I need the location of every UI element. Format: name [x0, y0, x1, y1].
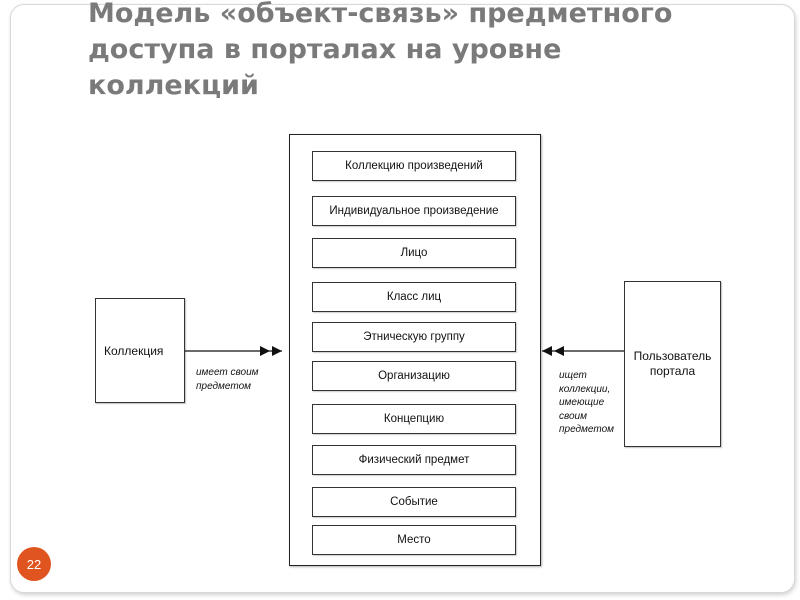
right-relation-line-2: коллекции,: [559, 383, 611, 395]
right-relation-line-5: предметом: [559, 424, 614, 435]
category-box: Лицо: [312, 238, 516, 268]
left-relation-line-1: имеет своим: [196, 367, 259, 378]
category-box: Коллекцию произведений: [312, 151, 516, 181]
right-relation-line-4: своим: [559, 410, 587, 422]
portal-user-entity-box: Пользователь портала: [624, 281, 721, 447]
category-box: Индивидуальное произведение: [312, 196, 516, 226]
slide-title-line-1: Модель «объект-связь» предметного: [88, 0, 673, 29]
left-relation-label: имеет своим предметом: [196, 366, 266, 393]
right-relation-label: ищет коллекции, имеющие своим предметом: [559, 369, 619, 437]
slide-title: Модель «объект-связь» предметного доступ…: [88, 0, 728, 104]
slide-title-line-3: коллекций: [88, 70, 259, 101]
category-box: Событие: [312, 487, 516, 517]
right-relation-line-1: ищет: [559, 370, 587, 381]
slide-title-line-2: доступа в порталах на уровне: [88, 34, 562, 65]
right-relation-line-3: имеющие: [559, 397, 605, 408]
category-box: Физический предмет: [312, 445, 516, 475]
portal-user-entity-label: Пользователь портала: [633, 349, 712, 378]
collection-entity-label: Коллекция: [104, 343, 164, 358]
left-relation-arrow: [185, 346, 282, 356]
page-number: 22: [26, 556, 42, 572]
right-relation-arrow: [542, 346, 624, 356]
category-box: Организацию: [312, 361, 516, 391]
left-relation-line-2: предметом: [196, 380, 251, 392]
category-box: Класс лиц: [312, 282, 516, 312]
category-box: Этническую группу: [312, 322, 516, 352]
category-box: Место: [312, 525, 516, 555]
category-box: Концепцию: [312, 404, 516, 434]
collection-entity-box: Коллекция: [95, 298, 185, 403]
page-number-badge: 22: [17, 547, 51, 581]
